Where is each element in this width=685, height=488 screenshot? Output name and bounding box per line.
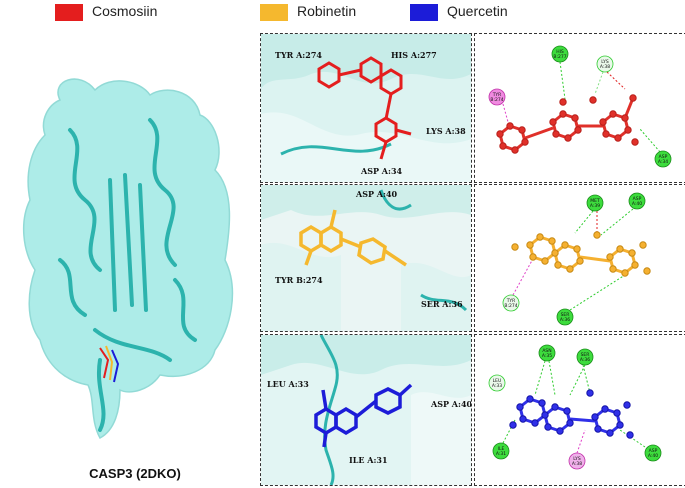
label-ser-36: SER A:36 [421, 299, 463, 309]
ligand-robinetin-2d [511, 231, 651, 277]
svg-text:ASP: ASP [633, 196, 642, 202]
svg-text:ASN: ASN [542, 348, 551, 354]
svg-text:A:35: A:35 [542, 353, 552, 359]
residue-lys-a38: LYS A:38 [568, 452, 586, 470]
label-asp-40: ASP A:40 [430, 399, 471, 409]
residue-tyr-b274: TYR B:274 [488, 88, 506, 106]
residue-leu-a33: LEU A:33 [488, 374, 506, 392]
ligand-cosmosiin-2d [496, 94, 639, 154]
panel-3d-quercetin: LEU A:33 ASP A:40 ILE A:31 [260, 334, 472, 486]
svg-text:LYS: LYS [601, 59, 609, 65]
svg-text:LYS: LYS [573, 456, 581, 462]
svg-text:A:34: A:34 [658, 159, 668, 165]
label-asp-34: ASP A:34 [360, 166, 403, 176]
ligand-cosmosiin-3d [317, 56, 412, 160]
legend: Cosmosiin Robinetin Quercetin [0, 0, 685, 30]
ligand-robinetin-3d [299, 209, 407, 267]
panel-3d-robinetin: ASP A:40 TYR B:274 SER A:36 [260, 184, 472, 332]
svg-text:A:36: A:36 [560, 317, 570, 323]
svg-text:ILE: ILE [498, 446, 505, 452]
ligand-bundle [99, 345, 120, 383]
svg-text:B:274: B:274 [490, 97, 503, 103]
panel-2d-robinetin: MET A:39 ASP A:40 TYR B:274 SER A:36 [474, 184, 685, 332]
svg-text:B:277: B:277 [553, 54, 566, 60]
residue-his-b277: HIS B:277 [551, 45, 569, 63]
residue-ser-a36: SER A:36 [576, 348, 594, 366]
svg-text:HIS: HIS [556, 49, 564, 55]
svg-text:LEU: LEU [493, 378, 502, 384]
label-tyr-274: TYR A:274 [275, 50, 322, 60]
legend-label-robinetin: Robinetin [297, 3, 357, 19]
label-tyr-b274: TYR B:274 [275, 275, 323, 285]
svg-text:A:40: A:40 [648, 453, 658, 459]
ligand-quercetin-3d [314, 383, 413, 448]
residue-lys-a38: LYS A:38 [596, 55, 614, 73]
residue-asp-a40: ASP A:40 [644, 444, 662, 462]
label-lys-38: LYS A:38 [426, 126, 466, 136]
svg-text:B:274: B:274 [504, 303, 517, 309]
svg-text:A:31: A:31 [496, 451, 506, 457]
label-asp-40: ASP A:40 [355, 189, 398, 199]
legend-swatch-quercetin [410, 4, 438, 21]
protein-structure-image [0, 60, 258, 460]
residue-met-a39: MET A:39 [586, 194, 604, 212]
svg-text:ASP: ASP [649, 448, 658, 454]
label-leu-33: LEU A:33 [267, 379, 309, 389]
residue-asp-a34: ASP A:34 [654, 150, 672, 168]
protein-ribbons [58, 118, 197, 432]
residue-tyr-b274: TYR B:274 [502, 294, 520, 312]
svg-text:A:38: A:38 [600, 64, 610, 70]
residue-ile-a31: ILE A:31 [492, 442, 510, 460]
svg-text:A:40: A:40 [632, 201, 642, 207]
svg-text:SER: SER [581, 352, 590, 358]
residue-ser-a36: SER A:36 [556, 308, 574, 326]
residue-asp-a40: ASP A:40 [628, 192, 646, 210]
svg-text:ASP: ASP [659, 154, 668, 160]
label-ile-31: ILE A:31 [349, 455, 388, 465]
legend-swatch-robinetin [260, 4, 288, 21]
svg-text:SER: SER [561, 312, 570, 318]
svg-text:MET: MET [590, 198, 600, 204]
legend-swatch-cosmosiin [55, 4, 83, 21]
svg-text:A:38: A:38 [572, 461, 582, 467]
panel-3d-cosmosiin: TYR A:274 HIS A:277 LYS A:38 ASP A:34 [260, 33, 472, 183]
svg-text:A:33: A:33 [492, 383, 502, 389]
panel-2d-cosmosiin: HIS B:277 LYS A:38 TYR B:274 ASP A:34 [474, 33, 685, 183]
protein-caption: CASP3 (2DKO) [89, 466, 181, 481]
legend-label-quercetin: Quercetin [447, 3, 508, 19]
panel-2d-quercetin: ASN A:35 SER A:36 LEU A:33 ILE A:31 LYS … [474, 334, 685, 486]
svg-text:TYR: TYR [506, 298, 516, 304]
residue-asn-a35: ASN A:35 [538, 344, 556, 362]
legend-label-cosmosiin: Cosmosiin [92, 3, 158, 19]
svg-text:A:39: A:39 [590, 203, 600, 209]
svg-text:TYR: TYR [492, 92, 502, 98]
ligand-quercetin-2d [509, 389, 634, 439]
svg-text:A:36: A:36 [580, 357, 590, 363]
label-his-277: HIS A:277 [391, 50, 437, 60]
